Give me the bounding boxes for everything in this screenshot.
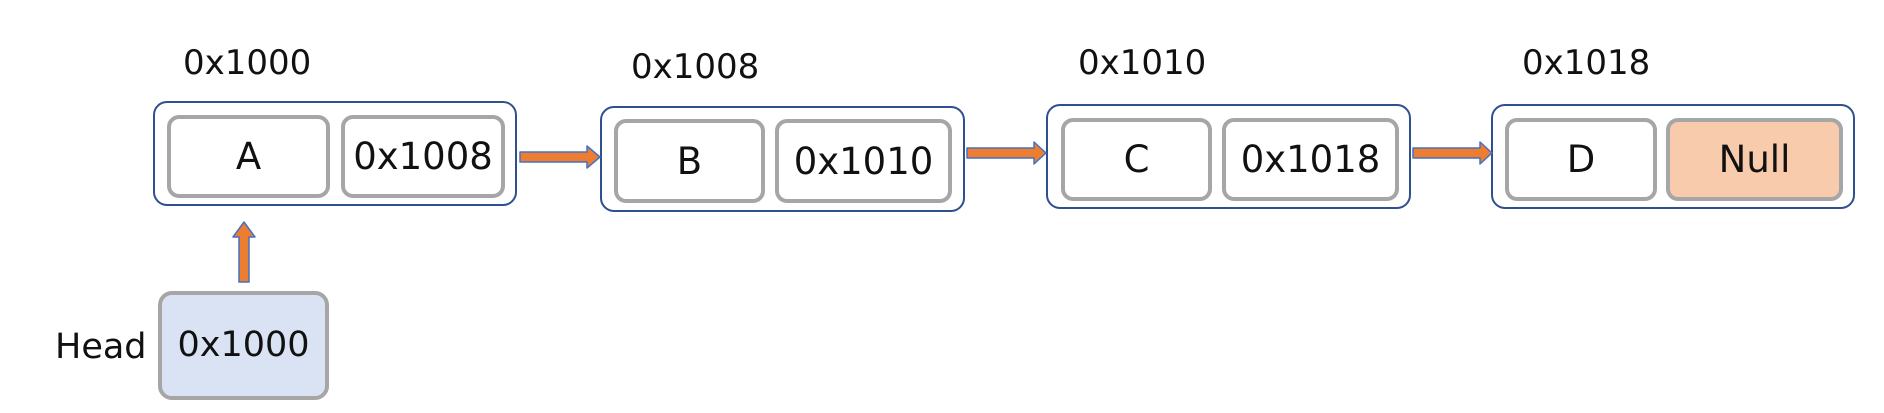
node-address-label: 0x1010 <box>1078 43 1207 83</box>
null-pointer-cell: Null <box>1666 118 1843 201</box>
head-arrow <box>232 221 256 283</box>
node-value-cell: B <box>614 119 765 203</box>
node-value-cell: C <box>1061 118 1212 201</box>
node-next-pointer-cell: 0x1008 <box>341 115 505 198</box>
next-arrow <box>966 141 1047 165</box>
node-next-pointer-cell: 0x1018 <box>1222 118 1399 201</box>
node-value-cell: D <box>1505 118 1657 201</box>
node-address-label: 0x1000 <box>183 43 312 83</box>
linked-list-node: B 0x1010 <box>600 106 965 212</box>
node-next-pointer-cell: 0x1010 <box>775 119 952 203</box>
next-arrow <box>519 145 601 169</box>
linked-list-node: A 0x1008 <box>153 101 517 206</box>
node-address-label: 0x1008 <box>631 47 760 87</box>
linked-list-node: C 0x1018 <box>1046 104 1411 209</box>
node-value-cell: A <box>167 115 330 198</box>
head-label: Head <box>55 327 147 367</box>
linked-list-node: D Null <box>1491 104 1855 209</box>
next-arrow <box>1412 141 1493 165</box>
head-pointer-cell: 0x1000 <box>158 291 329 400</box>
node-address-label: 0x1018 <box>1522 43 1651 83</box>
